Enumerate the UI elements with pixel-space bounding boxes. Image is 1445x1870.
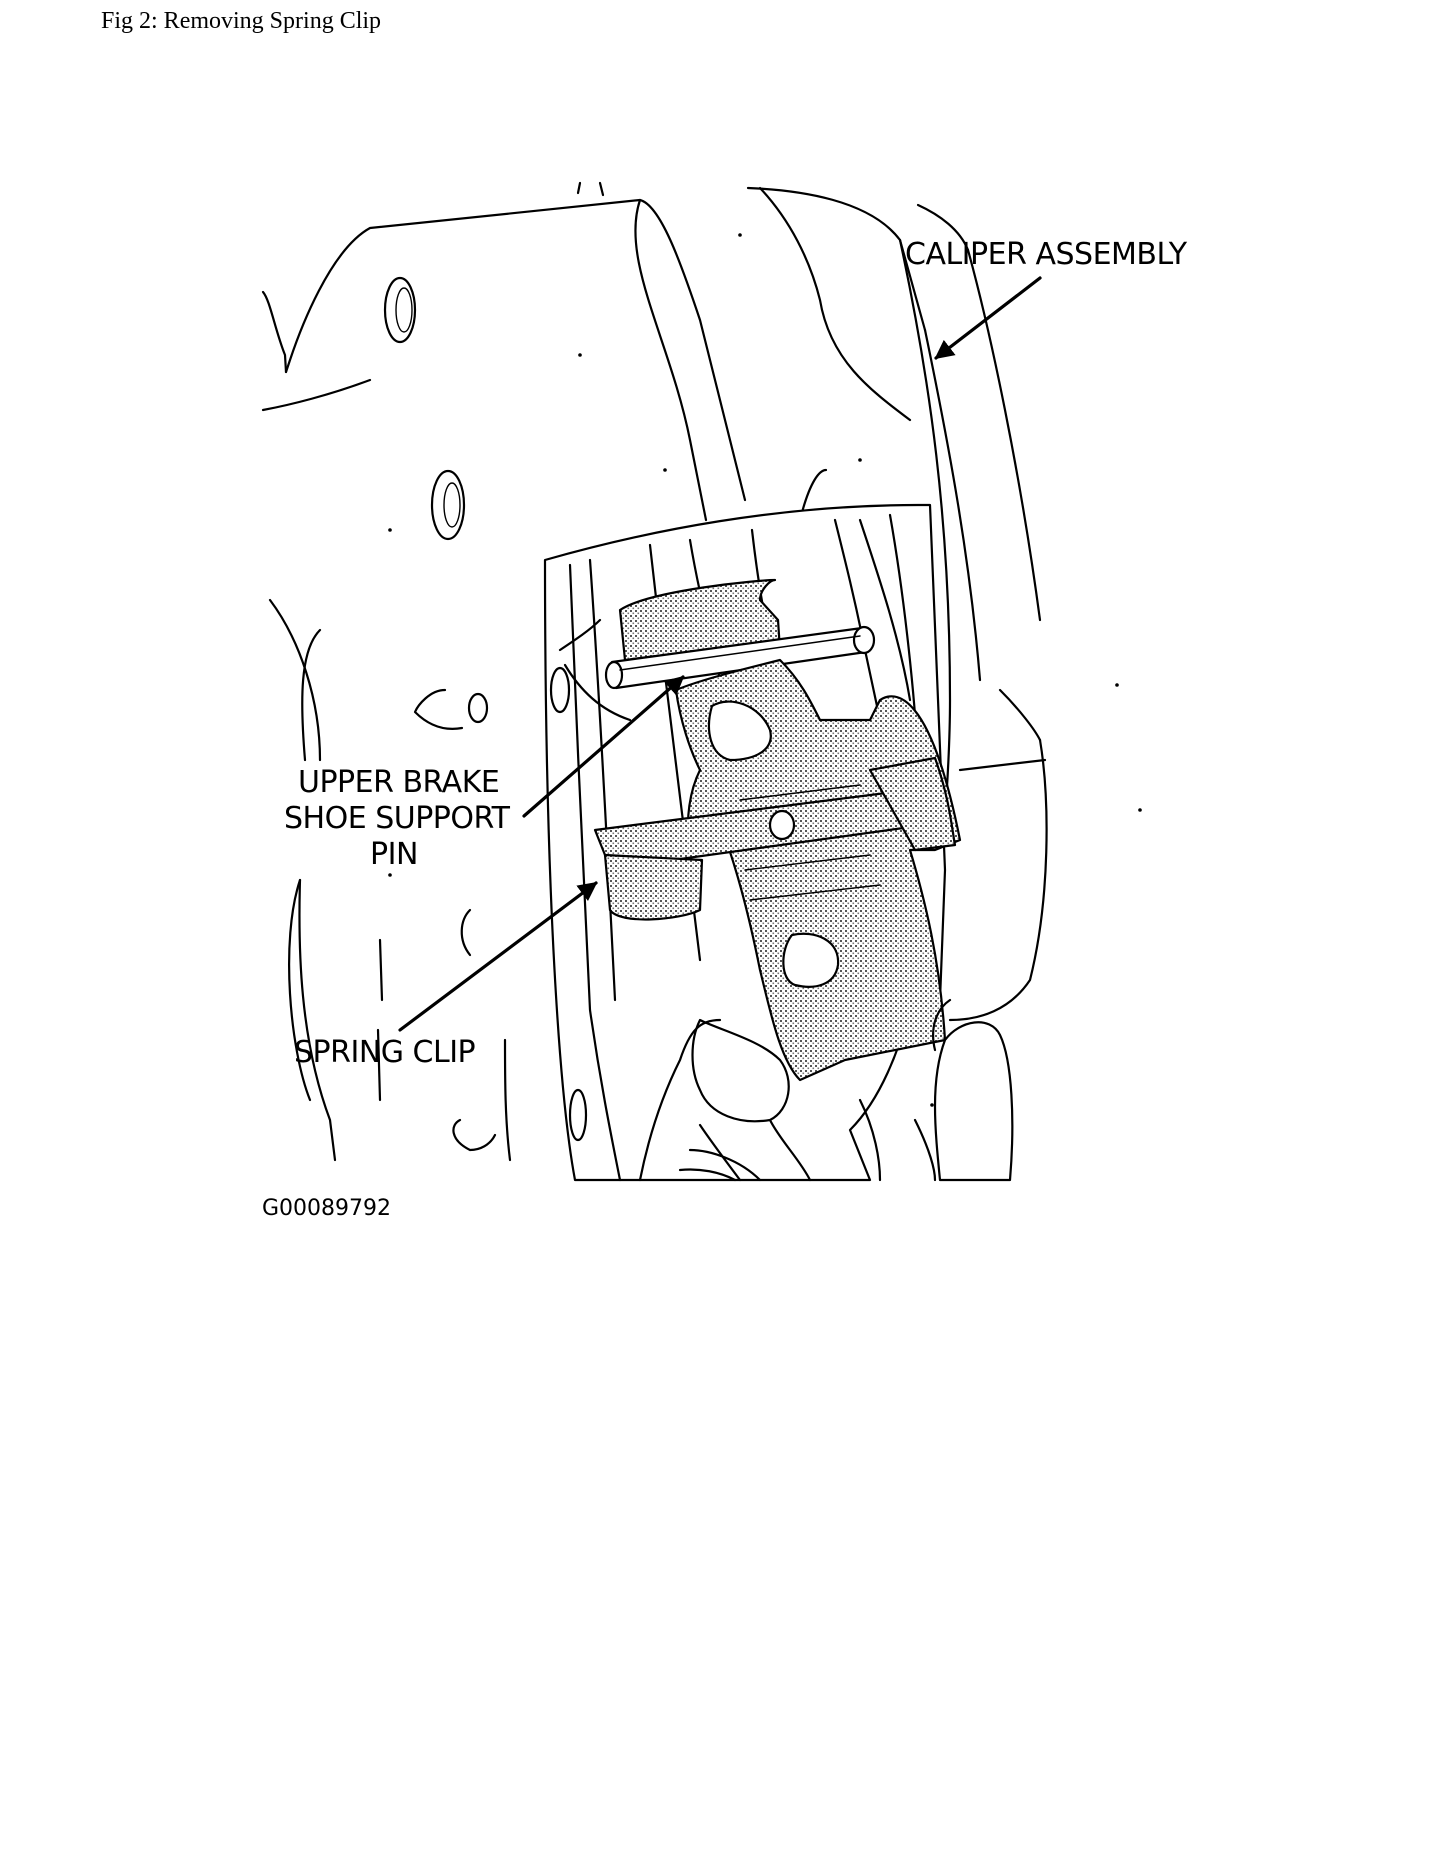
- caliper-assembly-label: CALIPER ASSEMBLY: [905, 237, 1188, 272]
- upper-support-pin: [604, 578, 876, 690]
- spring-clip-leader-arrow: [398, 881, 598, 1032]
- spring-clip-label: SPRING CLIP: [294, 1035, 476, 1070]
- pin-leader-arrow: [522, 675, 685, 818]
- spring-clip-part: [593, 658, 962, 1082]
- pin-label-line1: UPPER BRAKE: [298, 765, 499, 800]
- figure-caption: Fig 2: Removing Spring Clip: [101, 8, 382, 34]
- hand: [638, 998, 1014, 1182]
- pin-label-line3: PIN: [370, 837, 418, 872]
- caliper-bolts: [383, 233, 1142, 1152]
- caliper-leader-arrow: [934, 276, 1042, 360]
- pin-label-line2: SHOE SUPPORT: [284, 801, 511, 836]
- caliper-body: [261, 181, 1048, 1162]
- figure-id: G00089792: [262, 1196, 391, 1221]
